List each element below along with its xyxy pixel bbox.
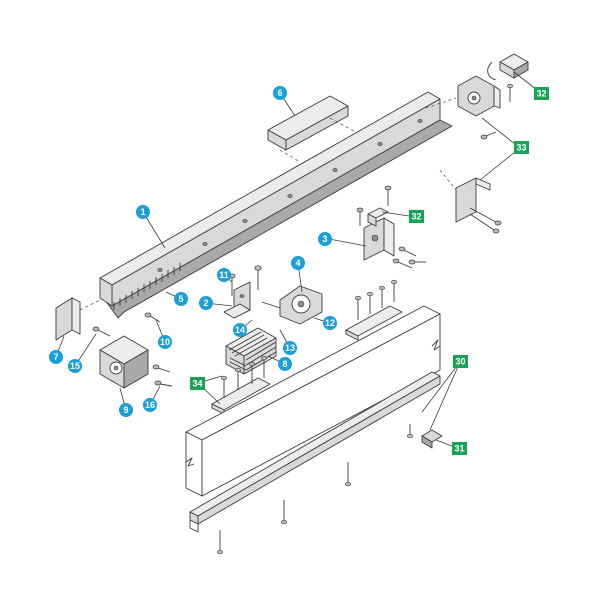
callout-10: 10 bbox=[158, 335, 172, 349]
svg-text:33: 33 bbox=[516, 143, 526, 153]
svg-text:31: 31 bbox=[454, 444, 464, 454]
svg-text:7: 7 bbox=[53, 352, 58, 362]
left-screws bbox=[92, 312, 173, 387]
svg-text:2: 2 bbox=[203, 298, 208, 308]
part-2-bracket bbox=[223, 281, 251, 319]
callout-14: 14 bbox=[233, 323, 247, 337]
callout-12: 12 bbox=[323, 316, 337, 330]
svg-text:4: 4 bbox=[295, 258, 300, 268]
rack-teeth bbox=[113, 263, 181, 310]
svg-text:32: 32 bbox=[536, 89, 546, 99]
part-32-top-connector bbox=[487, 53, 529, 102]
svg-text:10: 10 bbox=[160, 337, 170, 347]
svg-text:32: 32 bbox=[411, 212, 421, 222]
rail-screws bbox=[356, 131, 497, 226]
part-4-pulley-plate bbox=[279, 285, 323, 325]
part-3-center-bracket bbox=[363, 207, 395, 261]
callout-16: 16 bbox=[143, 398, 157, 412]
callout-34: 34 bbox=[190, 377, 205, 390]
callout-1: 1 bbox=[136, 205, 150, 219]
svg-text:30: 30 bbox=[455, 357, 465, 367]
part-1-main-rail bbox=[99, 91, 453, 319]
callout-32-top: 32 bbox=[534, 87, 549, 100]
callout-31: 31 bbox=[452, 442, 467, 455]
callout-30: 30 bbox=[453, 355, 468, 368]
callout-5: 5 bbox=[174, 292, 188, 306]
callout-32-center: 32 bbox=[409, 210, 424, 223]
callout-11: 11 bbox=[217, 268, 231, 282]
callout-3: 3 bbox=[318, 232, 332, 246]
svg-text:12: 12 bbox=[325, 318, 335, 328]
center-mount-plate bbox=[345, 279, 403, 341]
svg-text:8: 8 bbox=[282, 359, 287, 369]
rail-holes bbox=[157, 119, 423, 272]
part-3-screws bbox=[392, 246, 426, 269]
callout-6: 6 bbox=[273, 86, 287, 100]
part-31-clip bbox=[421, 429, 443, 449]
svg-text:5: 5 bbox=[178, 294, 183, 304]
part-30-bottom-channel bbox=[189, 371, 441, 533]
svg-text:13: 13 bbox=[285, 343, 295, 353]
callout-7: 7 bbox=[49, 350, 63, 364]
svg-text:9: 9 bbox=[123, 405, 128, 415]
part-34-plate bbox=[211, 355, 271, 415]
callout-4: 4 bbox=[291, 256, 305, 270]
svg-text:16: 16 bbox=[145, 400, 155, 410]
svg-text:14: 14 bbox=[235, 325, 245, 335]
callout-8: 8 bbox=[278, 357, 292, 371]
lower-header-beam bbox=[185, 305, 441, 497]
callout-2: 2 bbox=[199, 296, 213, 310]
callout-33: 33 bbox=[514, 141, 529, 154]
callout-15: 15 bbox=[68, 359, 82, 373]
svg-text:1: 1 bbox=[140, 207, 145, 217]
callout-9: 9 bbox=[119, 403, 133, 417]
svg-text:34: 34 bbox=[192, 379, 202, 389]
callout-13: 13 bbox=[283, 341, 297, 355]
part-33-side-bracket bbox=[455, 177, 502, 234]
part-6-short-rail bbox=[267, 95, 349, 151]
part-8-heatsink bbox=[225, 327, 277, 375]
part-9-motor-box bbox=[99, 335, 149, 389]
part-7-end-plate bbox=[55, 297, 81, 341]
bottom-screws bbox=[217, 424, 413, 555]
svg-text:3: 3 bbox=[322, 234, 327, 244]
callouts: 1 2 3 4 5 6 7 8 9 10 11 12 13 14 15 16 3… bbox=[49, 86, 549, 455]
svg-text:15: 15 bbox=[70, 361, 80, 371]
part-33-top-unit bbox=[457, 75, 501, 117]
svg-text:11: 11 bbox=[219, 270, 229, 280]
svg-text:6: 6 bbox=[277, 88, 282, 98]
